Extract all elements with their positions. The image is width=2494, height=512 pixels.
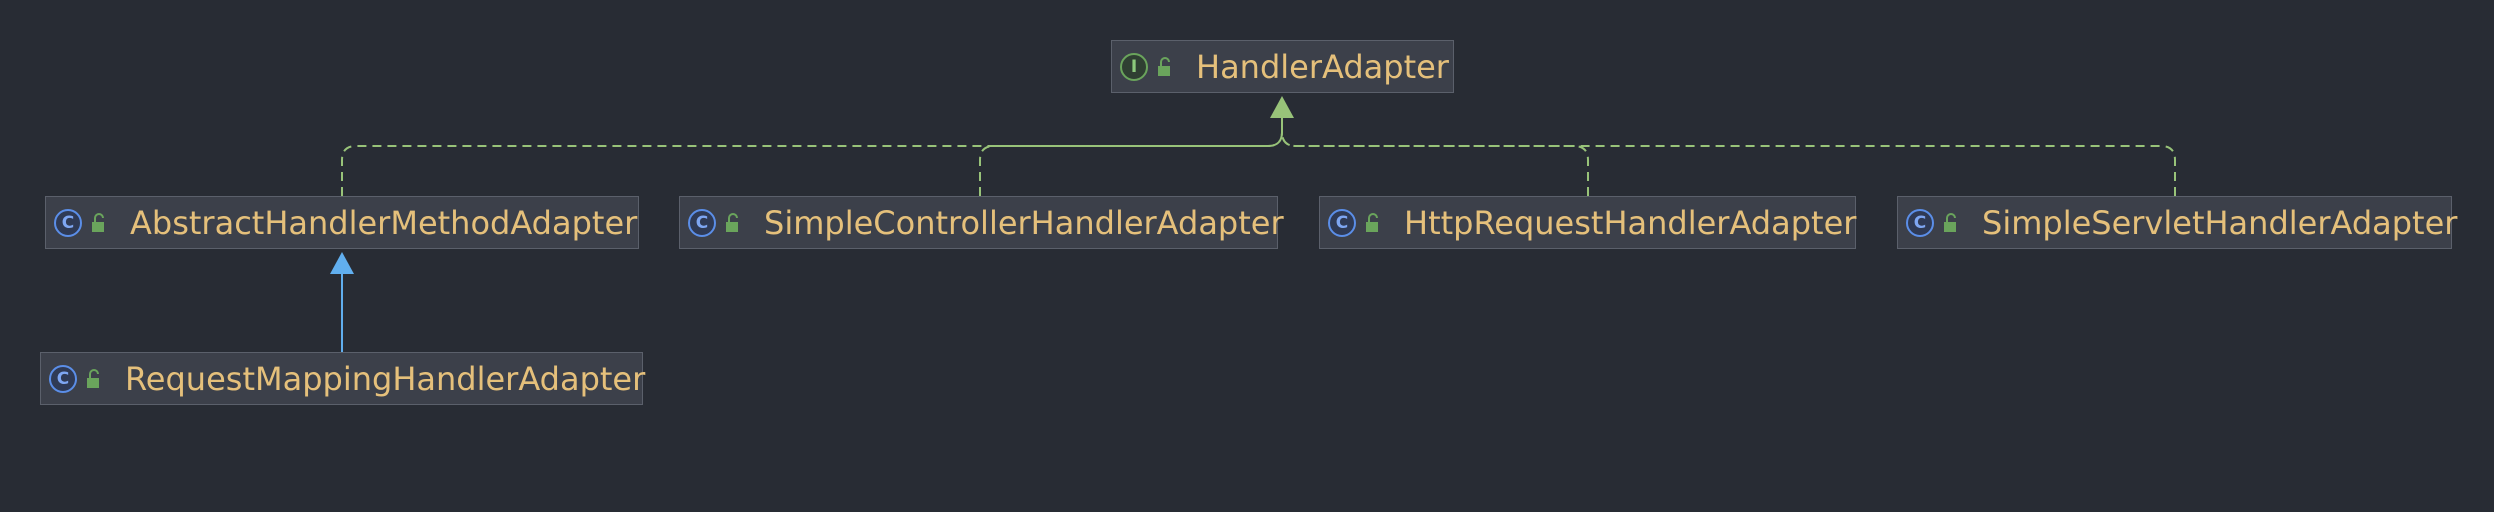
implements-edge-http-request-handler-adapter — [1281, 131, 1589, 196]
open-lock-icon — [726, 212, 738, 232]
node-http-request-handler-adapter[interactable]: C HttpRequestHandlerAdapter — [1319, 196, 1856, 249]
open-lock-icon — [92, 212, 104, 232]
class-c-icon: C — [1328, 208, 1356, 237]
node-label: SimpleServletHandlerAdapter — [1982, 203, 2458, 242]
open-lock-icon — [1944, 212, 1956, 232]
node-request-mapping-handler-adapter[interactable]: C RequestMappingHandlerAdapter — [40, 352, 646, 405]
class-c-icon: C — [1906, 208, 1934, 237]
open-lock-icon — [1366, 212, 1378, 232]
node-simple-controller-handler-adapter[interactable]: C SimpleControllerHandlerAdapter — [679, 196, 1284, 249]
interface-i-icon: I — [1120, 52, 1148, 81]
implements-edge-simple-controller-handler-adapter — [979, 131, 1283, 196]
implements-arrowhead — [1270, 96, 1294, 118]
node-abstract-handler-method-adapter[interactable]: C AbstractHandlerMethodAdapter — [45, 196, 639, 249]
node-simple-servlet-handler-adapter[interactable]: C SimpleServletHandlerAdapter — [1897, 196, 2457, 249]
node-label: AbstractHandlerMethodAdapter — [130, 203, 638, 242]
implements-edge-simple-servlet-handler-adapter — [1281, 131, 2176, 196]
implements-edge-abstract-handler-method-adapter — [341, 131, 1283, 196]
node-label: RequestMappingHandlerAdapter — [125, 359, 646, 398]
class-c-icon: C — [688, 208, 716, 237]
extends-arrowhead — [330, 252, 354, 274]
open-lock-icon — [1158, 56, 1170, 76]
node-handler-adapter[interactable]: I HandlerAdapter — [1111, 40, 1454, 93]
class-c-icon: C — [49, 364, 77, 393]
open-lock-icon — [87, 368, 99, 388]
class-c-icon: C — [54, 208, 82, 237]
node-label: HttpRequestHandlerAdapter — [1404, 203, 1857, 242]
node-label: SimpleControllerHandlerAdapter — [764, 203, 1284, 242]
node-label: HandlerAdapter — [1196, 47, 1449, 86]
